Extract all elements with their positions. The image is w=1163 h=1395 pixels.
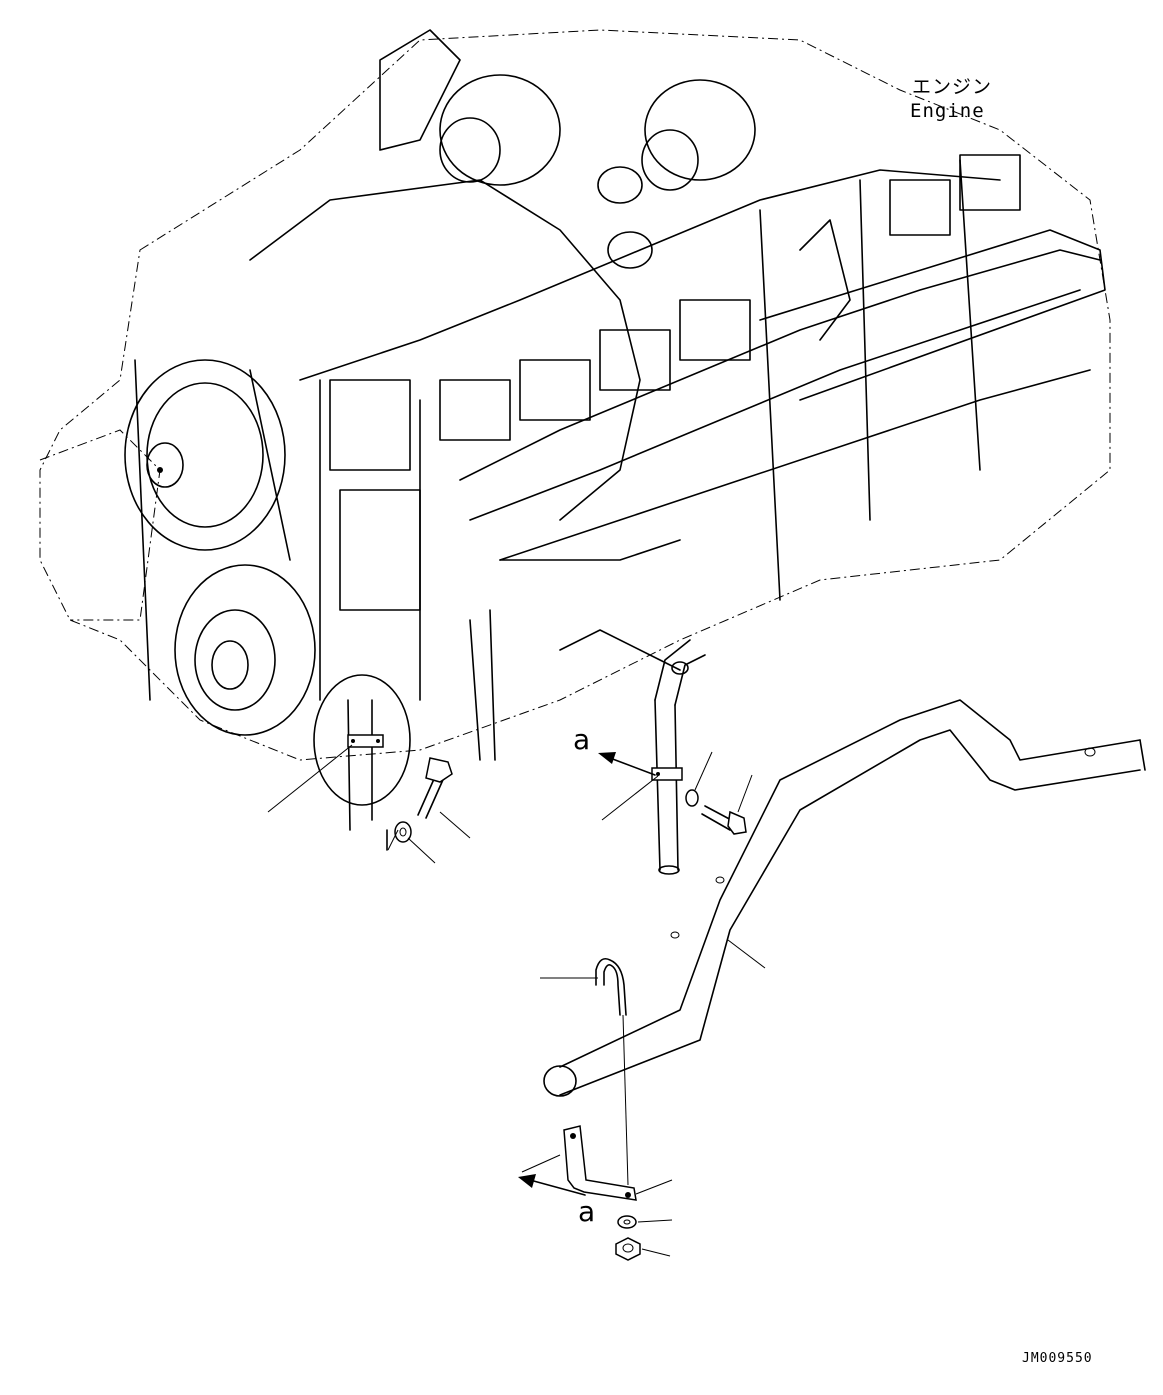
u-bolt: [595, 957, 629, 1186]
left-canister: [313, 674, 411, 851]
left-bolt: [394, 757, 453, 843]
view-arrow-bottom: [518, 1154, 586, 1196]
engine-label-jp: エンジン: [912, 76, 993, 98]
pulley: [124, 359, 291, 701]
nut-washer: [615, 1215, 641, 1261]
bracket: [563, 1125, 637, 1201]
center-pipe: [651, 639, 706, 875]
view-a-label-top: a: [573, 723, 591, 756]
view-a-label-bottom: a: [578, 1195, 596, 1228]
engine-block: [249, 29, 1106, 761]
view-arrow-top: [598, 752, 656, 776]
leader-lines: [267, 744, 766, 1257]
engine-outline: [39, 29, 1111, 761]
engine-label-en: Engine: [910, 100, 985, 122]
damper: [174, 564, 316, 736]
drawing-code: JM009550: [1022, 1351, 1093, 1366]
center-bolt: [685, 789, 747, 835]
long-pipe: [543, 699, 1146, 1097]
